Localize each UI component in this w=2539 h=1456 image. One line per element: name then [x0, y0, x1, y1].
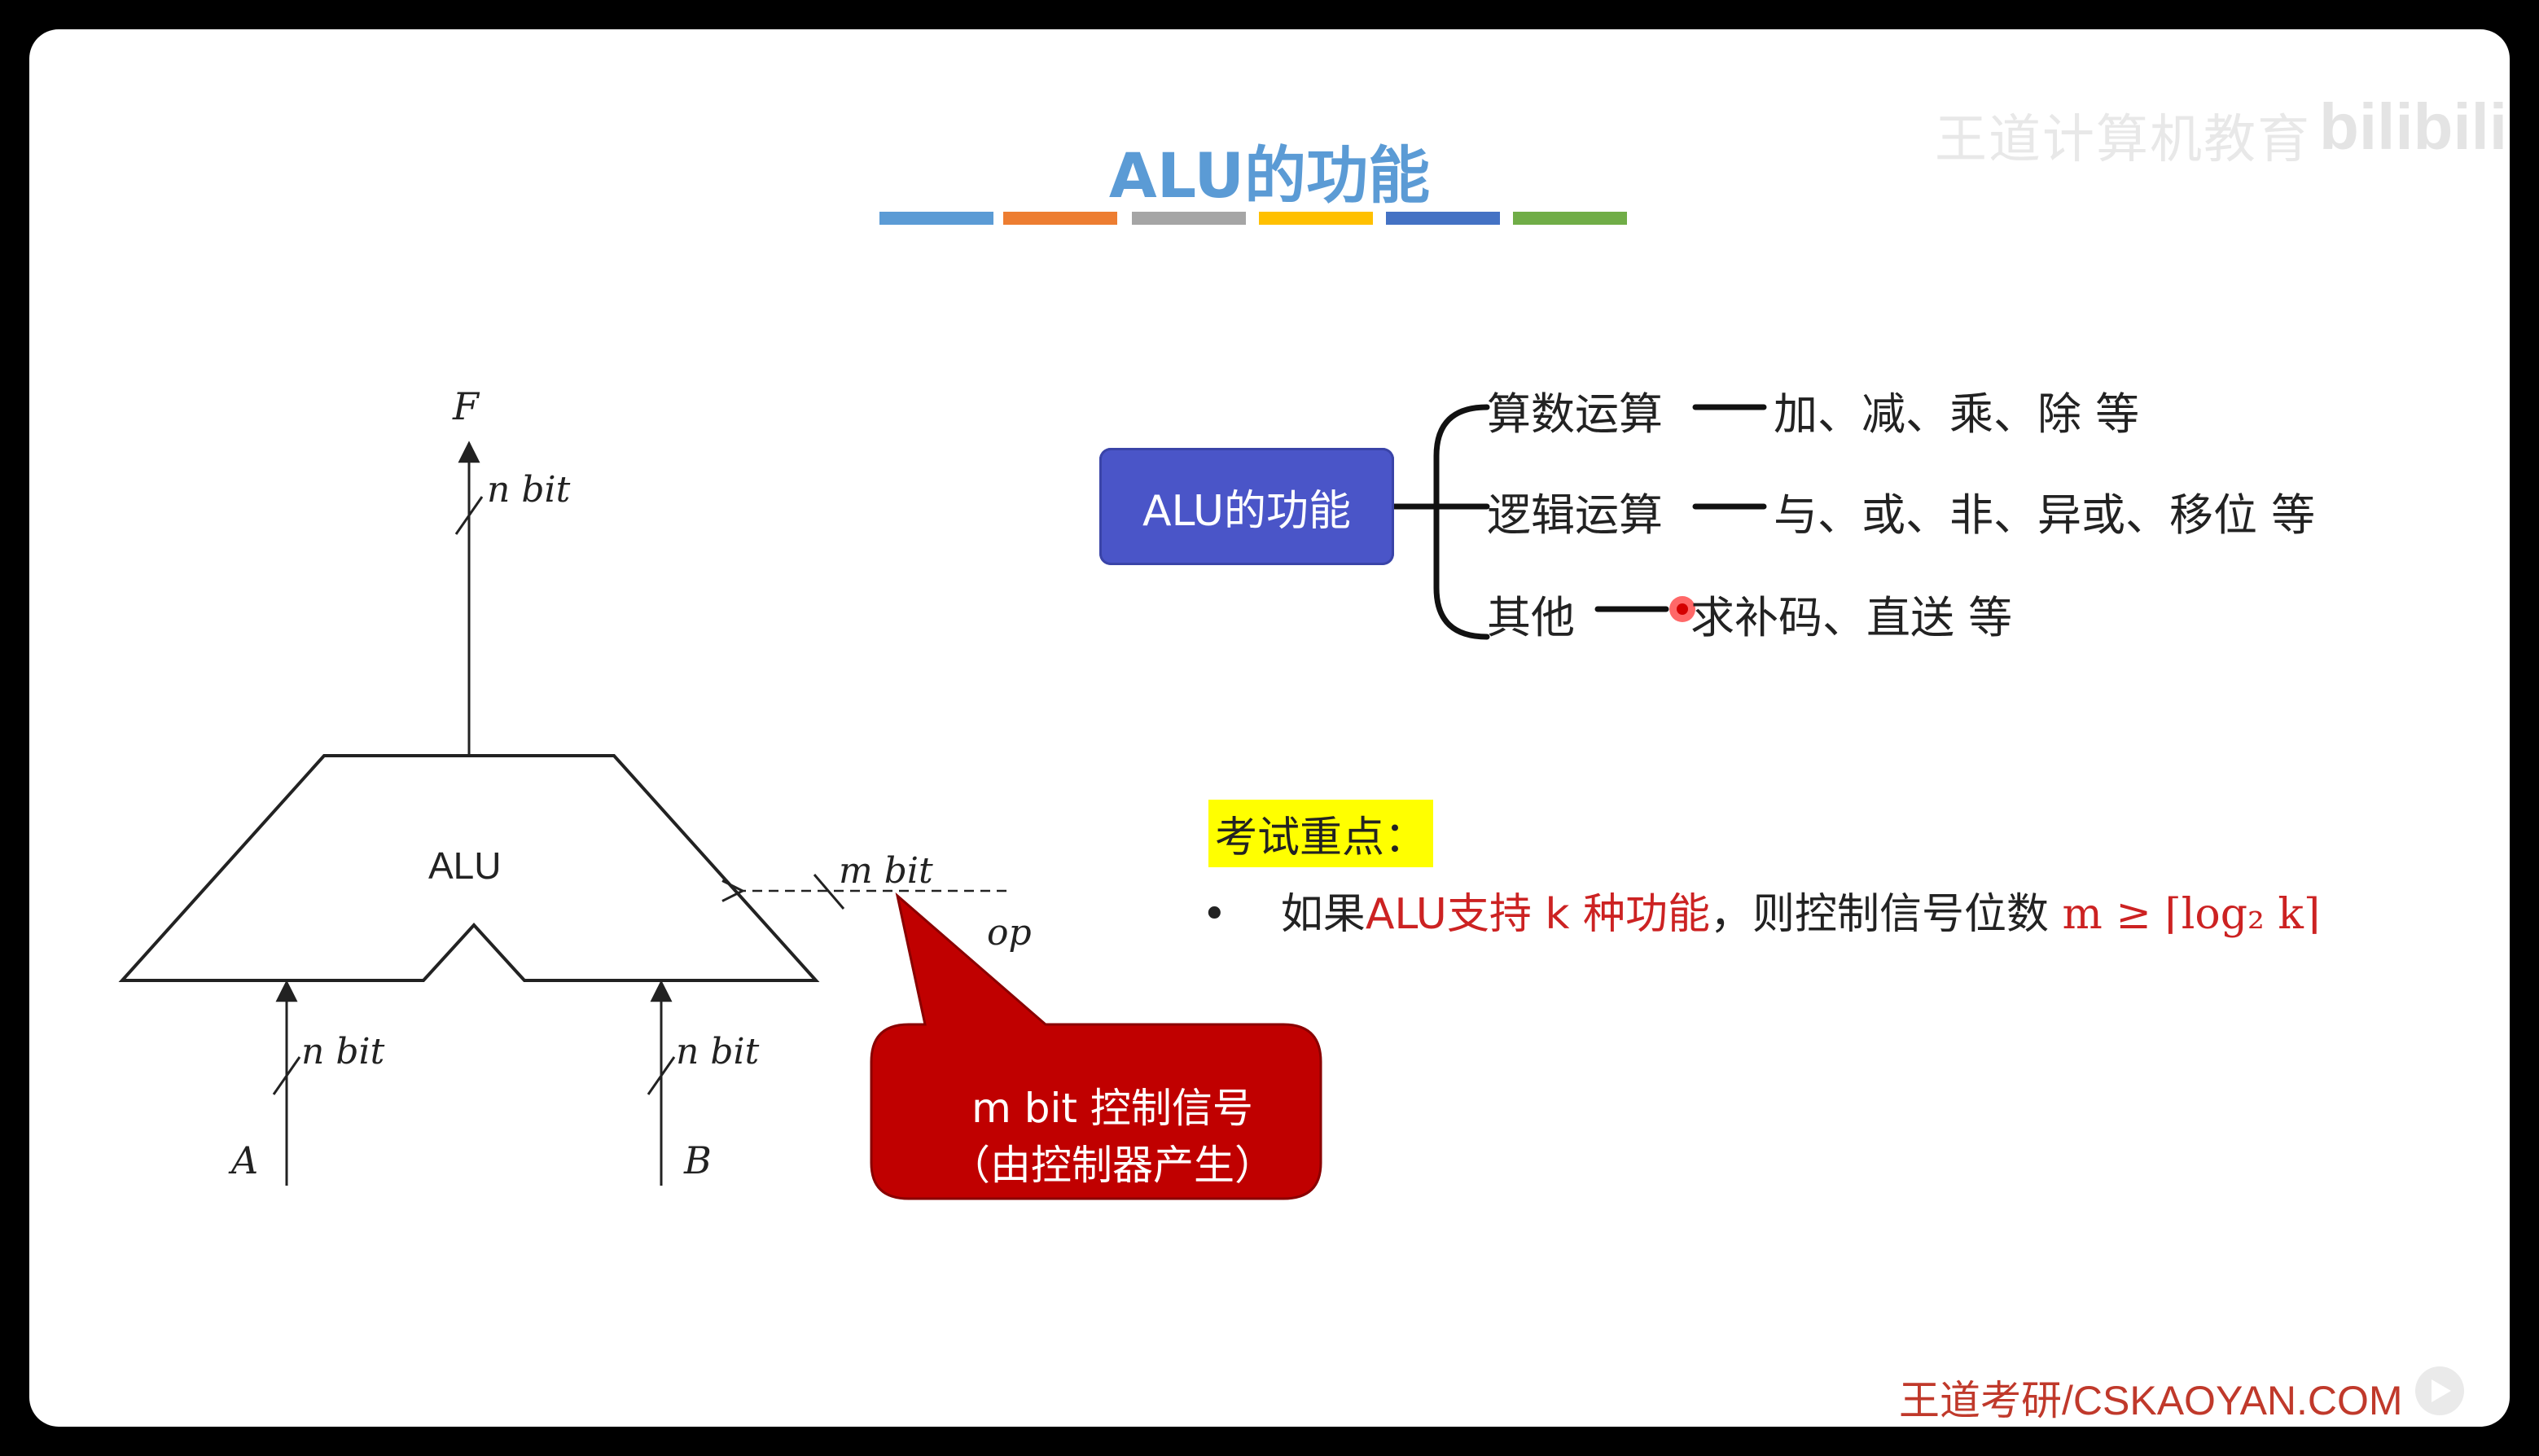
title-bar-2: [1003, 212, 1117, 225]
input-a-width-slash: [272, 1056, 301, 1095]
input-b-label: B: [684, 1138, 712, 1182]
title-bar-1: [879, 212, 993, 225]
bullet-formula: m ≥ ⌈log₂ k⌉: [2062, 890, 2321, 939]
output-width-label: n bit: [487, 469, 571, 511]
callout-line-1: m bit 控制信号: [971, 1085, 1253, 1132]
bilibili-logo-icon: bilibili: [2319, 90, 2508, 163]
pointer-dot-core: [1677, 603, 1688, 615]
output-label: F: [453, 384, 479, 428]
branch-items-other: 求补码、直送 等: [1690, 592, 2013, 643]
callout-bubble: [870, 892, 1322, 1200]
slide-title: ALU的功能: [1108, 139, 1431, 212]
slide: 王道计算机教育 bilibili ALU的功能: [29, 29, 2510, 1427]
watermark-text: 王道计算机教育: [1935, 110, 2311, 169]
title-bar-4: [1259, 212, 1373, 225]
callout-text: m bit 控制信号 （由控制器产生）: [909, 1080, 1316, 1194]
bullet-highlight: ALU支持 k 种功能: [1365, 890, 1710, 939]
alu-label: ALU: [428, 844, 502, 887]
bullet-marker: •: [1202, 890, 1227, 939]
title-bar-3: [1132, 212, 1246, 225]
title-bar-6: [1513, 212, 1627, 225]
branch-category-arithmetic: 算数运算: [1487, 388, 1663, 440]
alu-diagram: [118, 404, 2464, 1415]
branch-items-arithmetic: 加、减、乘、除 等: [1774, 388, 2140, 440]
input-a-label: A: [231, 1138, 259, 1182]
branch-category-other: 其他: [1487, 592, 1575, 643]
output-width-slash: [454, 496, 484, 535]
input-b-width-label: n bit: [676, 1031, 760, 1072]
callout-line-2: （由控制器产生）: [949, 1142, 1275, 1189]
control-width-slash: [813, 874, 845, 910]
mindmap-connectors: [1391, 404, 1767, 640]
control-width-label: m bit: [839, 850, 933, 892]
play-icon[interactable]: [2415, 1366, 2464, 1415]
bullet-prefix: 如果: [1280, 890, 1366, 939]
branch-items-logic: 与、或、非、异或、移位 等: [1774, 489, 2316, 541]
bullet-middle: ，则控制信号位数: [1710, 890, 2050, 939]
branch-category-logic: 逻辑运算: [1487, 489, 1663, 541]
input-b-width-slash: [647, 1056, 676, 1095]
title-bar-5: [1386, 212, 1500, 225]
exam-bullet-line: • 如果ALU支持 k 种功能，则控制信号位数 m ≥ ⌈log₂ k⌉: [1202, 879, 2320, 941]
input-a-width-label: n bit: [301, 1031, 385, 1072]
exam-key-label: 考试重点：: [1208, 800, 1434, 867]
alu-body: [118, 754, 820, 982]
control-label: op: [987, 912, 1032, 954]
footer-text: 王道考研/CSKAOYAN.COM: [1899, 1378, 2403, 1423]
mindmap-root: ALU的功能: [1099, 448, 1394, 565]
